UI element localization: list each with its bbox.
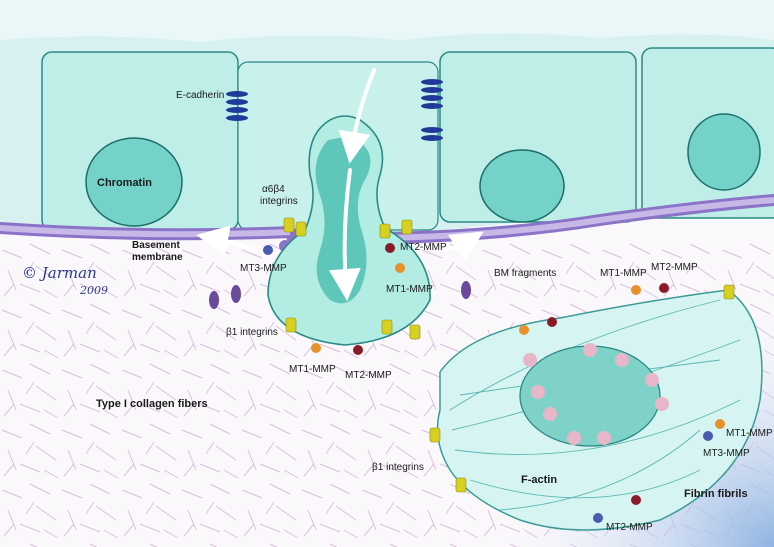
label-mt2-mmp-bottom-right: MT2-MMP <box>606 522 653 533</box>
label-bm-fragments: BM fragments <box>494 268 556 279</box>
label-b1-integrins-right: β1 integrins <box>372 462 424 473</box>
label-integrins-a6b4-2: integrins <box>260 196 298 207</box>
nucleus-2 <box>480 150 564 222</box>
label-e-cadherin: E-cadherin <box>176 90 224 101</box>
label-type1-collagen: Type I collagen fibers <box>96 398 208 410</box>
label-mt3-mmp: MT3-MMP <box>240 263 287 274</box>
label-mt2-mmp-top: MT2-MMP <box>400 242 447 253</box>
label-integrins-a6b4-1: α6β4 <box>262 184 285 195</box>
label-mt2-mmp-right: MT2-MMP <box>651 262 698 273</box>
label-basement-1: Basement <box>132 240 180 251</box>
label-basement-2: membrane <box>132 252 183 263</box>
nucleus-3 <box>688 114 760 190</box>
label-mt1-mmp-right: MT1-MMP <box>600 268 647 279</box>
label-mt1-mmp-top: MT1-MMP <box>386 284 433 295</box>
label-b1-integrins-left: β1 integrins <box>226 327 278 338</box>
label-fibrin-fibrils: Fibrin fibrils <box>684 488 748 500</box>
label-f-actin: F-actin <box>521 474 557 486</box>
label-mt2-mmp-bottom: MT2-MMP <box>345 370 392 381</box>
label-mt1-mmp-far-right: MT1-MMP <box>726 428 773 439</box>
label-mt3-mmp-far-right: MT3-MMP <box>703 448 750 459</box>
label-chromatin: Chromatin <box>97 177 152 189</box>
artist-signature: © Jarman 2009 <box>22 266 108 298</box>
label-mt1-mmp-bottom: MT1-MMP <box>289 364 336 375</box>
